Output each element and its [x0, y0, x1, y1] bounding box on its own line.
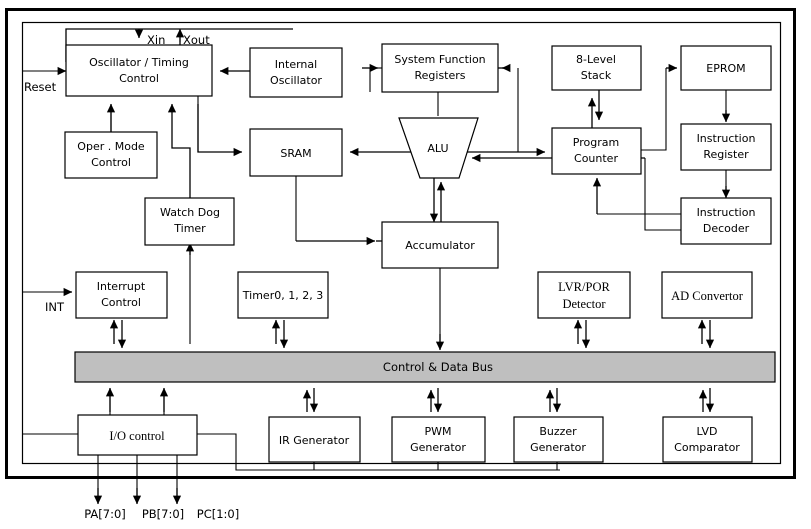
- block-label-line2: Counter: [574, 152, 618, 165]
- block-label-line2: Register: [703, 148, 749, 161]
- block-label-line2: Registers: [414, 69, 465, 82]
- block-label-line2: Control: [119, 72, 159, 85]
- block-system-function-registers[interactable]: System Function Registers: [381, 43, 499, 93]
- block-label-line1: System Function: [394, 53, 485, 66]
- block-program-counter[interactable]: Program Counter: [551, 127, 642, 175]
- block-internal-oscillator[interactable]: Internal Oscillator: [249, 47, 343, 98]
- block-lvd-comparator[interactable]: LVD Comparator: [662, 416, 753, 463]
- block-oscillator-timing-control[interactable]: Oscillator / Timing Control: [65, 44, 213, 97]
- block-label-line1: PWM: [424, 425, 451, 438]
- block-label-line2: Timer: [173, 222, 206, 235]
- block-label-line1: Program: [573, 136, 619, 149]
- block-accumulator[interactable]: Accumulator: [381, 221, 499, 269]
- control-data-bus: [74, 351, 776, 383]
- block-label-line2: Comparator: [674, 441, 740, 454]
- block-watch-dog-timer[interactable]: Watch Dog Timer: [144, 197, 235, 246]
- block-interrupt-control[interactable]: Interrupt Control: [75, 271, 168, 319]
- inner-frame: [21, 21, 782, 465]
- pin-label-reset: Reset: [24, 80, 57, 94]
- block-label-line2: Control: [101, 296, 141, 309]
- block-label-line2: Detector: [562, 297, 606, 311]
- pin-label-port-c: PC[1:0]: [197, 507, 239, 521]
- block-8-level-stack[interactable]: 8-Level Stack: [551, 45, 642, 91]
- block-ad-convertor[interactable]: AD Convertor: [661, 271, 753, 319]
- pin-label-int: INT: [45, 300, 65, 314]
- block-ir-generator[interactable]: IR Generator: [268, 416, 361, 463]
- block-label-line1: EPROM: [706, 62, 745, 75]
- block-label-line2: Stack: [581, 69, 612, 82]
- block-label-line1: AD Convertor: [671, 289, 744, 303]
- block-label-line1: SRAM: [280, 147, 311, 160]
- block-label-line1: Buzzer: [539, 425, 577, 438]
- block-label-line2: Oscillator: [270, 74, 322, 87]
- pin-label-port-b: PB[7:0]: [142, 507, 184, 521]
- block-instruction-register[interactable]: Instruction Register: [680, 123, 772, 171]
- block-label-line1: Instruction: [697, 132, 756, 145]
- outer-frame: [5, 8, 796, 479]
- block-label-line1: Watch Dog: [160, 206, 220, 219]
- block-sram[interactable]: SRAM: [249, 128, 343, 177]
- block-label-line2: Generator: [530, 441, 586, 454]
- block-pwm-generator[interactable]: PWM Generator: [391, 416, 486, 463]
- block-label-line1: Instruction: [697, 206, 756, 219]
- pin-label-port-a: PA[7:0]: [84, 507, 126, 521]
- block-timers[interactable]: Timer0, 1, 2, 3: [237, 271, 329, 319]
- block-lvr-por-detector[interactable]: LVR/POR Detector: [537, 271, 631, 319]
- pin-label-xin: Xin: [147, 33, 165, 47]
- block-label-line1: Internal: [275, 58, 317, 71]
- block-label-line1: IR Generator: [279, 434, 350, 447]
- block-oper-mode-control[interactable]: Oper . Mode Control: [64, 131, 158, 179]
- block-label-line2: Control: [91, 156, 131, 169]
- block-label-line1: 8-Level: [576, 53, 616, 66]
- pin-label-xout: Xout: [183, 33, 210, 47]
- control-data-bus-label: Control & Data Bus: [383, 360, 493, 374]
- block-label-line1: Oper . Mode: [77, 140, 145, 153]
- wire-layer: [22, 28, 731, 505]
- block-label-line1: Accumulator: [405, 239, 475, 252]
- block-io-control[interactable]: I/O control: [77, 414, 198, 456]
- block-label-line1: LVR/POR: [558, 280, 610, 294]
- block-label-line1: ALU: [427, 142, 448, 155]
- block-label-line1: Timer0, 1, 2, 3: [242, 289, 323, 302]
- block-label-line1: Interrupt: [97, 280, 146, 293]
- block-label-line1: I/O control: [109, 429, 165, 443]
- block-buzzer-generator[interactable]: Buzzer Generator: [513, 416, 604, 463]
- block-label-line1: LVD: [697, 425, 718, 438]
- block-label-line2: Generator: [410, 441, 466, 454]
- block-label-line2: Decoder: [703, 222, 750, 235]
- block-instruction-decoder[interactable]: Instruction Decoder: [680, 197, 772, 245]
- block-eprom[interactable]: EPROM: [680, 45, 772, 91]
- block-label-line1: Oscillator / Timing: [89, 56, 189, 69]
- block-alu[interactable]: ALU: [398, 117, 479, 179]
